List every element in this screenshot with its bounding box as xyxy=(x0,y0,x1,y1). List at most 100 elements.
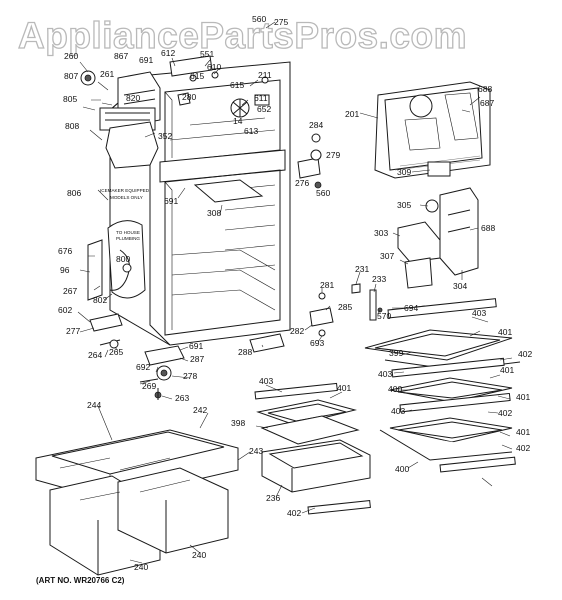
part-label: 613 xyxy=(244,126,258,136)
part-label: 304 xyxy=(453,281,467,291)
part-label: 201 xyxy=(345,109,359,119)
part-label: 287 xyxy=(190,354,204,364)
part-label: 570 xyxy=(377,311,391,321)
part-label: 269 xyxy=(142,381,156,391)
part-label: 688 xyxy=(478,84,492,94)
part-label: 687 xyxy=(480,98,494,108)
cabinet-drawing xyxy=(87,61,291,346)
part-label: 305 xyxy=(397,200,411,210)
part-label: 96 xyxy=(60,265,70,275)
part-label: 284 xyxy=(309,120,323,130)
part-label: 243 xyxy=(249,446,263,456)
part-label: 800 xyxy=(116,254,130,264)
part-label: 403 xyxy=(259,376,273,386)
part-label: 400 xyxy=(388,384,402,394)
part-label: 820 xyxy=(126,93,140,103)
part-label: 615 xyxy=(190,71,204,81)
icemaker-assembly xyxy=(80,70,161,299)
note-plumbing-line1: TO HOUSE xyxy=(116,230,140,235)
art-number: (ART NO. WR20766 C2) xyxy=(36,576,125,585)
part-label: 264 xyxy=(88,350,102,360)
part-label: 401 xyxy=(498,327,512,337)
part-label: 805 xyxy=(63,94,77,104)
bottom-hardware xyxy=(89,313,285,400)
part-label: 352 xyxy=(158,131,172,141)
part-label: 308 xyxy=(207,208,221,218)
part-label: 560 xyxy=(252,14,266,24)
part-label: 808 xyxy=(65,121,79,131)
part-label: 303 xyxy=(374,228,388,238)
part-label: 240 xyxy=(134,562,148,572)
part-label: 244 xyxy=(87,400,101,410)
part-label: 867 xyxy=(114,51,128,61)
part-label: 612 xyxy=(161,48,175,58)
part-label: 691 xyxy=(139,55,153,65)
part-label: 260 xyxy=(64,51,78,61)
part-label: 309 xyxy=(397,167,411,177)
part-label: 398 xyxy=(231,418,245,428)
part-label: 611 xyxy=(254,93,268,103)
bracket-parts xyxy=(297,133,322,189)
part-label: 688 xyxy=(481,223,495,233)
part-label: 602 xyxy=(58,305,72,315)
part-label: 288 xyxy=(238,347,252,357)
part-label: 403 xyxy=(472,308,486,318)
part-label: 285 xyxy=(338,302,352,312)
part-label: 802 xyxy=(93,295,107,305)
part-label: 401 xyxy=(337,383,351,393)
part-label: 277 xyxy=(66,326,80,336)
watermark: AppliancePartsPros.com xyxy=(18,15,467,56)
part-label: 275 xyxy=(274,17,288,27)
part-label: 806 xyxy=(67,188,81,198)
part-label: 281 xyxy=(320,280,334,290)
part-label: 265 xyxy=(109,347,123,357)
shelf-assemblies-right xyxy=(364,298,521,473)
leader-lines xyxy=(77,21,513,564)
part-label: 560 xyxy=(316,188,330,198)
part-label: 693 xyxy=(310,338,324,348)
part-label: 692 xyxy=(136,362,150,372)
part-label: 240 xyxy=(192,550,206,560)
part-label: 403 xyxy=(378,369,392,379)
part-label: 401 xyxy=(500,365,514,375)
part-label: 280 xyxy=(182,92,196,102)
part-label: 231 xyxy=(355,264,369,274)
part-label: 400 xyxy=(395,464,409,474)
part-label: 610 xyxy=(207,62,221,72)
part-callouts: 560 275 612 551 610 867 691 615 211 260 … xyxy=(58,14,532,572)
part-label: 402 xyxy=(516,443,530,453)
part-label: 211 xyxy=(258,70,272,80)
part-label: 402 xyxy=(498,408,512,418)
part-label: 276 xyxy=(295,178,309,188)
part-label: 691 xyxy=(189,341,203,351)
rear-cover-panel xyxy=(374,81,491,179)
part-label: 267 xyxy=(63,286,77,296)
part-label: 403 xyxy=(391,406,405,416)
part-label: 691 xyxy=(164,196,178,206)
part-label: 263 xyxy=(175,393,189,403)
fan-motor-parts xyxy=(169,55,270,118)
part-label: 676 xyxy=(58,246,72,256)
dispenser-parts xyxy=(397,187,479,289)
part-label: 402 xyxy=(518,349,532,359)
part-label: 399 xyxy=(389,348,403,358)
part-label: 261 xyxy=(100,69,114,79)
part-label: 307 xyxy=(380,251,394,261)
shelf-assemblies-center xyxy=(254,382,371,515)
part-label: 282 xyxy=(290,326,304,336)
part-label: 242 xyxy=(193,405,207,415)
part-label: 652 xyxy=(257,104,271,114)
part-label: 236 xyxy=(266,493,280,503)
part-label: 279 xyxy=(326,150,340,160)
part-label: 551 xyxy=(200,49,214,59)
part-label: 402 xyxy=(287,508,301,518)
part-label: 14 xyxy=(233,116,243,126)
note-icemaker-line2: MODELS ONLY xyxy=(110,195,143,200)
part-label: 278 xyxy=(183,371,197,381)
crisper-assembly xyxy=(35,429,239,576)
part-label: 401 xyxy=(516,427,530,437)
part-label: 401 xyxy=(516,392,530,402)
part-label: 807 xyxy=(64,71,78,81)
part-label: 233 xyxy=(372,274,386,284)
